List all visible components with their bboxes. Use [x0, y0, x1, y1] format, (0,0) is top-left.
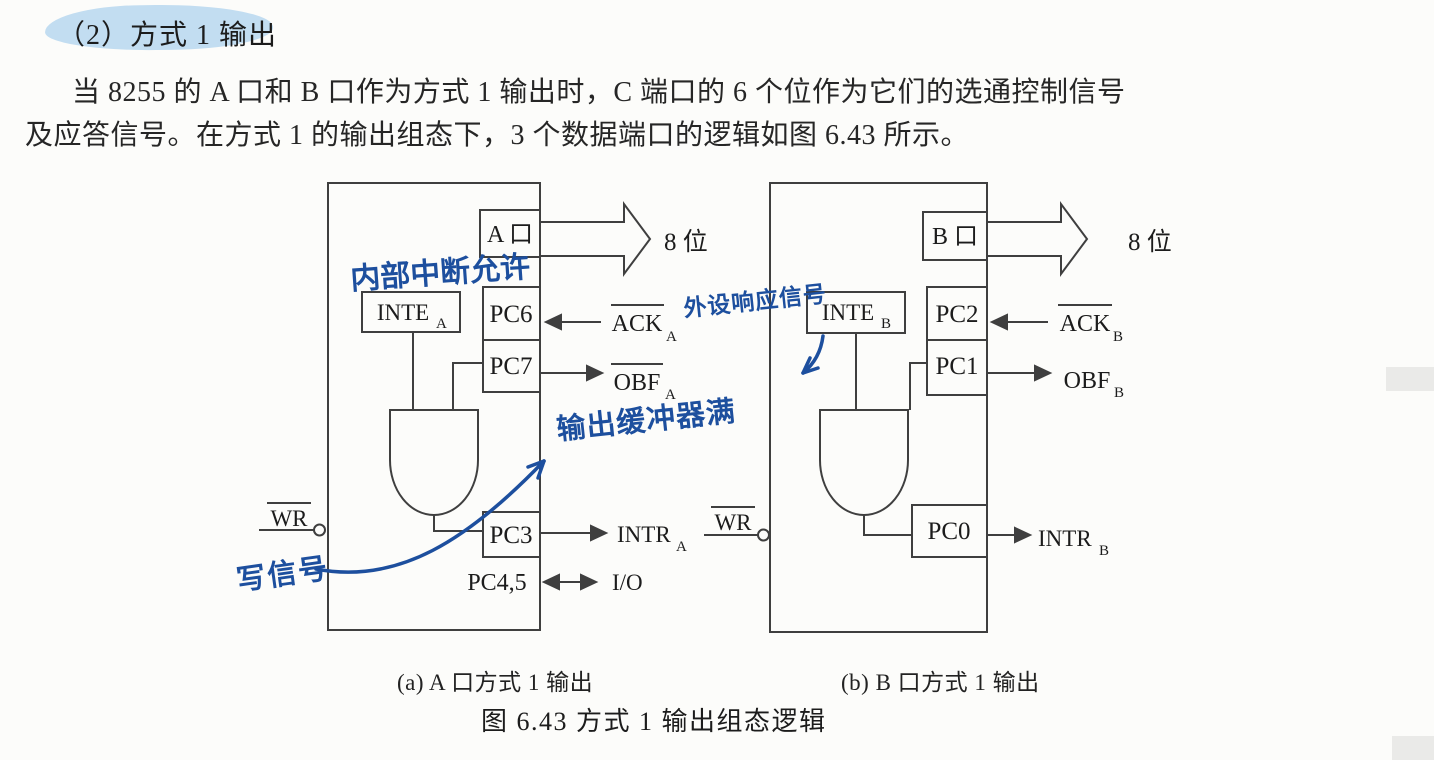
and-gate-b — [819, 409, 909, 516]
gate-b-output-line — [863, 515, 912, 536]
ack-b-subscript: B — [1113, 329, 1123, 345]
ink-swoosh-arrow — [314, 459, 546, 574]
port-b-label: B 口 — [932, 224, 978, 250]
intr-a-arrowhead — [590, 524, 609, 542]
intr-a-label: INTR — [617, 522, 671, 547]
io-arrowhead-left — [541, 573, 560, 591]
figure-caption: 图 6.43 方式 1 输出组态逻辑 — [481, 707, 827, 736]
ack-a-subscript: A — [666, 329, 677, 345]
inte-a-label: INTE — [377, 300, 429, 325]
port-b-box — [922, 211, 988, 261]
intr-b-label: INTR — [1038, 526, 1092, 551]
bits-label-b: 8 位 — [1128, 228, 1172, 256]
inte-b-subscript: B — [881, 316, 891, 332]
ack-b-label: ACK — [1060, 311, 1111, 337]
intr-b-subscript: B — [1099, 543, 1109, 559]
obf-a-label: OBF — [614, 370, 661, 396]
paragraph-line-2: 及应答信号。在方式 1 的输出组态下，3 个数据端口的逻辑如图 6.43 所示。 — [25, 120, 970, 151]
obf-b-subscript: B — [1114, 385, 1124, 401]
io-label: I/O — [612, 570, 643, 595]
pc1-box — [926, 339, 988, 396]
io-arrowhead-right — [580, 573, 599, 591]
section-heading: （2）方式 1 输出 — [57, 20, 278, 51]
pc7-to-gate-line — [452, 362, 483, 410]
bus-arrow-a — [539, 200, 652, 278]
pc7-label: PC7 — [489, 353, 532, 380]
inte-a-box — [361, 291, 461, 333]
and-gate-a — [389, 409, 479, 516]
subcaption-a: (a) A 口方式 1 输出 — [397, 670, 594, 695]
ink-swoosh-arrowhead — [526, 459, 546, 480]
obf-b-arrowhead — [1034, 364, 1053, 382]
pc45-label: PC4,5 — [467, 570, 526, 596]
pc2-label: PC2 — [935, 301, 978, 328]
pc2-box — [926, 286, 988, 341]
pc1-to-gate-line — [909, 362, 927, 410]
inte-b-label: INTE — [822, 300, 874, 325]
scan-artifact — [1392, 736, 1434, 760]
bus-arrow-b — [986, 200, 1089, 278]
subcaption-b: (b) B 口方式 1 输出 — [841, 670, 1040, 695]
ack-a-arrowhead — [543, 313, 562, 331]
pc0-label: PC0 — [927, 518, 970, 545]
wr-a-label: WR — [270, 506, 308, 531]
wr-a-inversion-bubble — [313, 523, 326, 537]
inte-a-subscript: A — [436, 316, 447, 332]
pc3-box — [482, 511, 541, 558]
wr-b-inversion-bubble — [757, 528, 770, 542]
scan-artifact — [1386, 367, 1434, 391]
inte-b-box — [806, 291, 906, 334]
intr-b-arrowhead — [1014, 526, 1033, 544]
bits-label-a: 8 位 — [664, 228, 708, 256]
wr-b-label: WR — [714, 510, 752, 535]
ack-b-arrowhead — [989, 313, 1008, 331]
obf-a-arrowhead — [586, 364, 605, 382]
pc1-label: PC1 — [935, 353, 978, 380]
port-a-box — [479, 209, 541, 258]
pc6-label: PC6 — [489, 301, 532, 328]
obf-a-subscript: A — [665, 387, 676, 403]
obf-b-label: OBF — [1064, 368, 1111, 394]
intr-a-subscript: A — [676, 539, 687, 555]
paragraph-line-1: 当 8255 的 A 口和 B 口作为方式 1 输出时，C 端口的 6 个位作为… — [72, 77, 1126, 108]
pc3-label: PC3 — [489, 522, 532, 549]
pc7-box — [482, 339, 541, 393]
port-a-label: A 口 — [487, 222, 533, 248]
pc6-box — [482, 286, 541, 341]
pc0-box — [911, 504, 988, 558]
ink-down-arrowhead — [801, 356, 820, 375]
ack-a-label: ACK — [612, 311, 663, 337]
